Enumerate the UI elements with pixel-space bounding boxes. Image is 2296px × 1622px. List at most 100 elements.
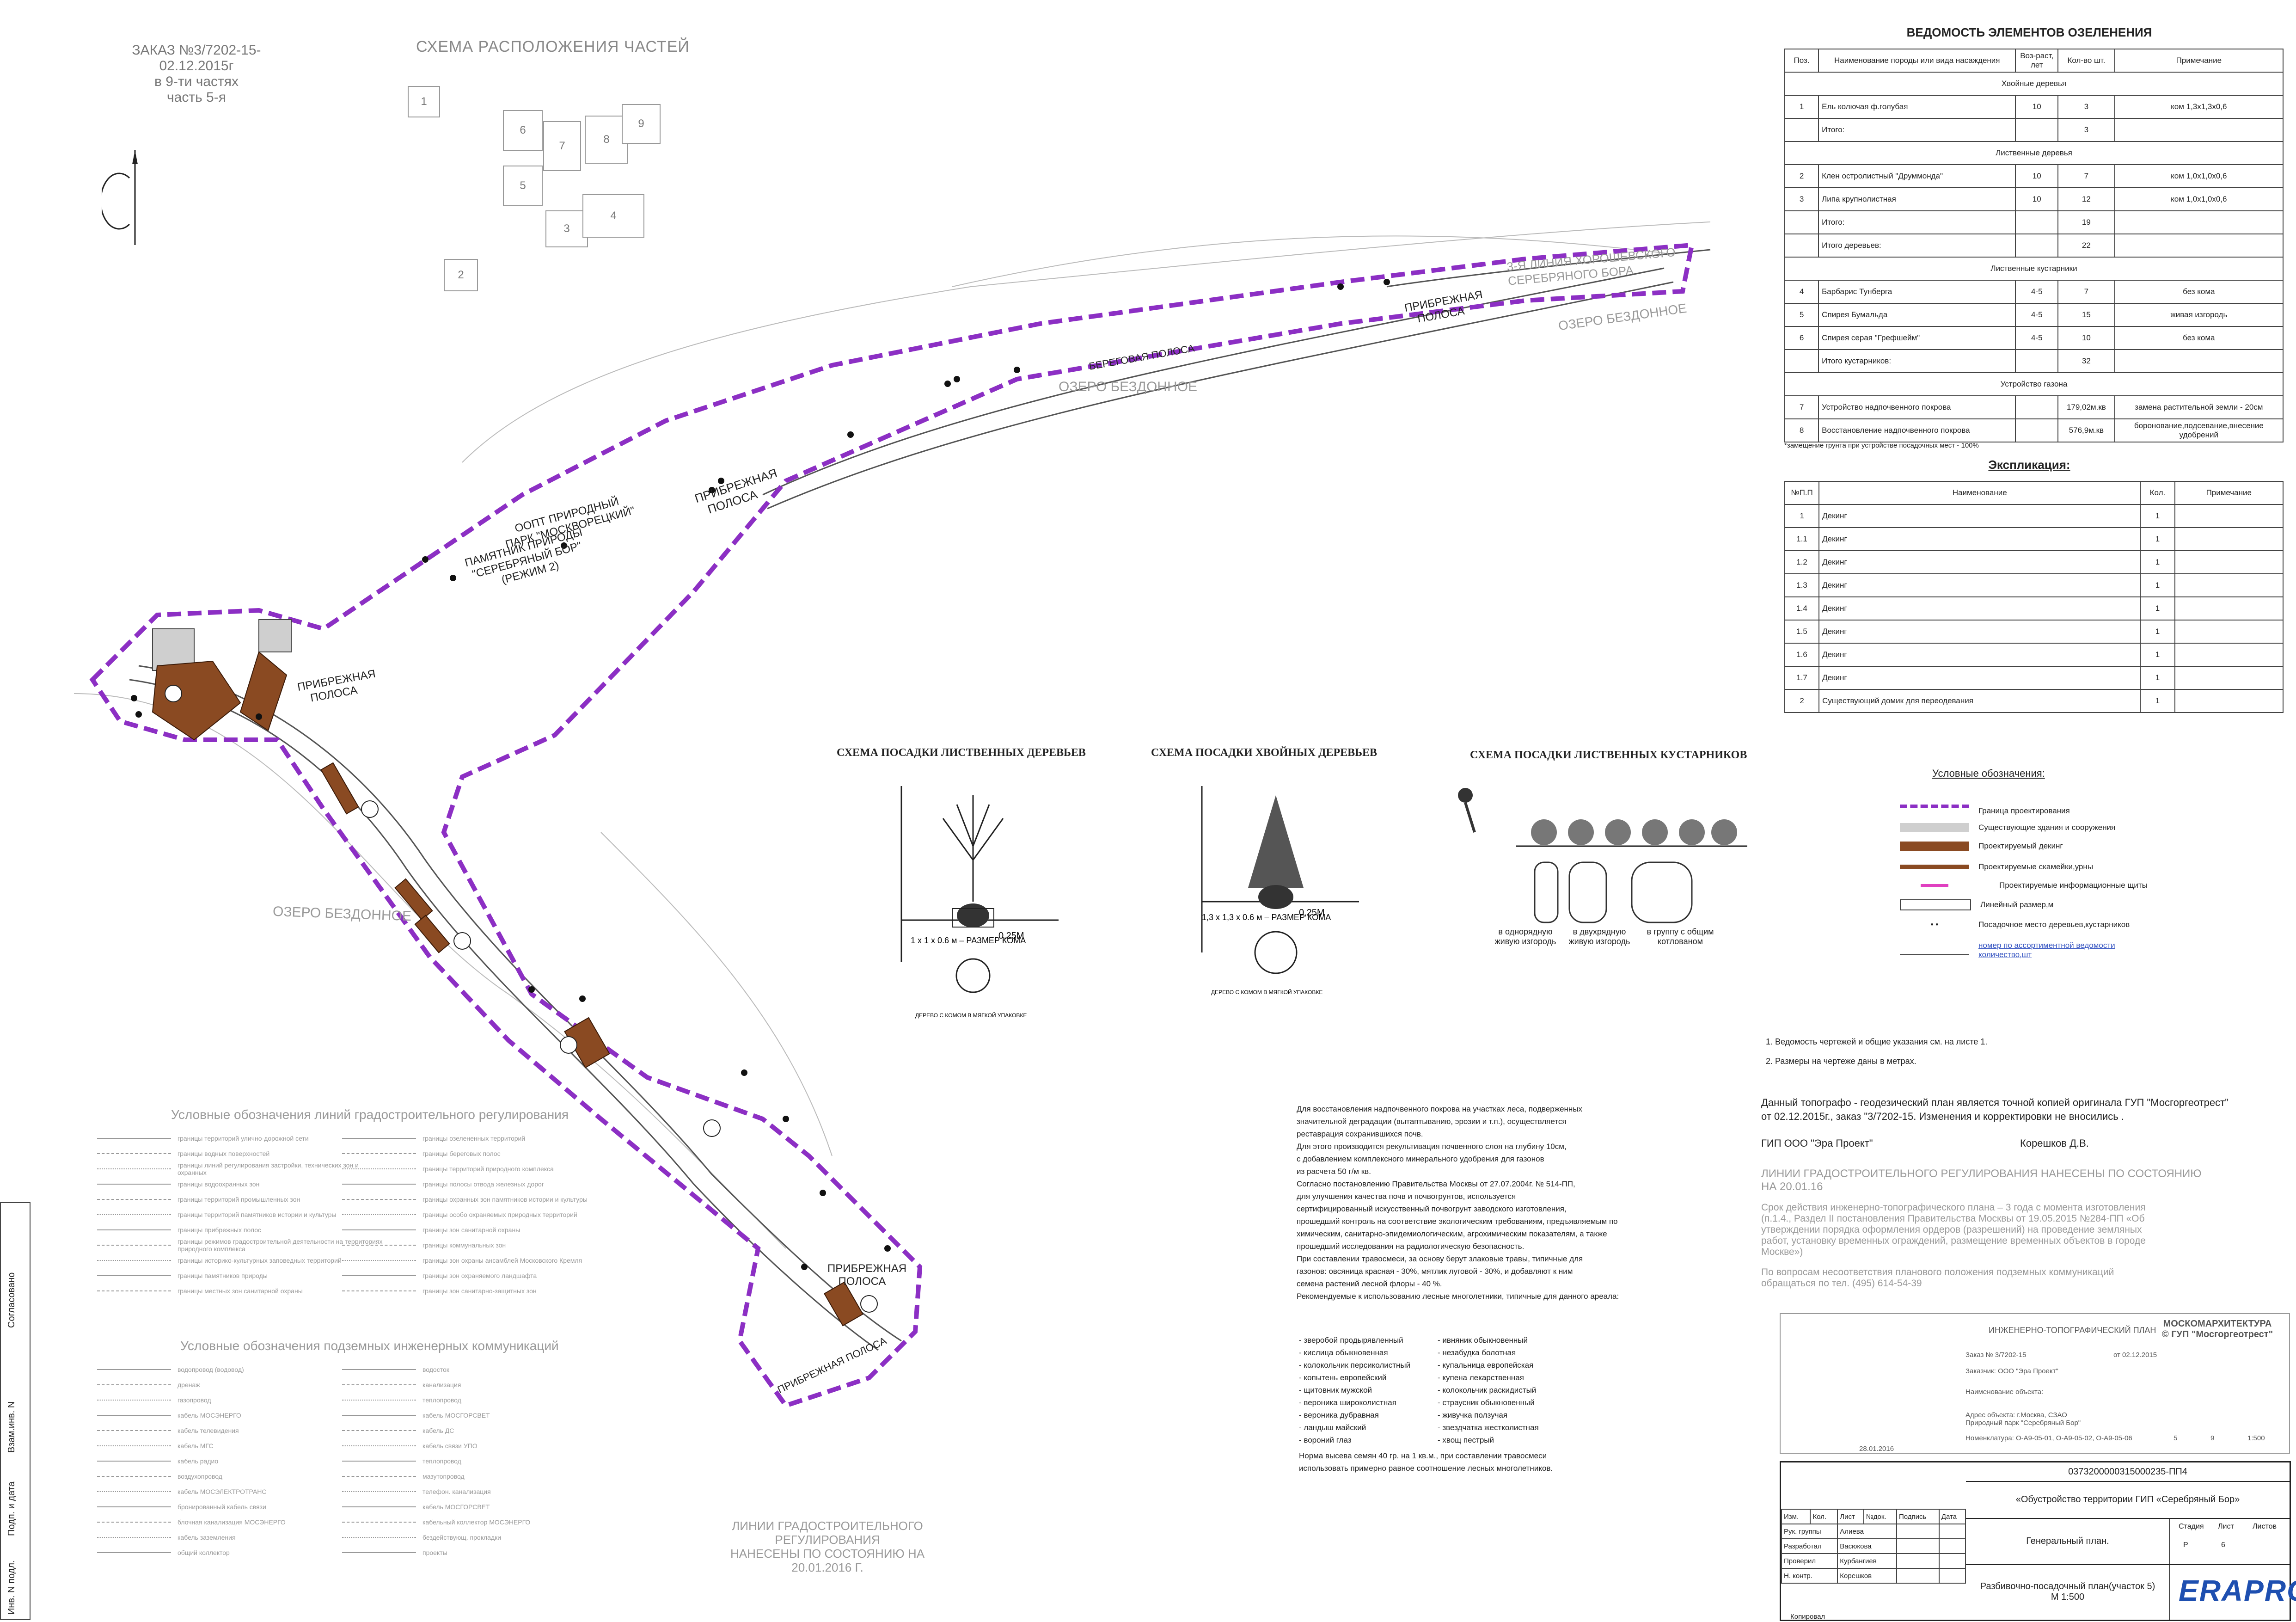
decking[interactable] — [152, 660, 241, 741]
legend-line-sample — [342, 1214, 416, 1215]
part-7[interactable]: 7 — [543, 121, 581, 171]
decking[interactable] — [320, 762, 359, 815]
legend-line-label: газопровод — [178, 1396, 211, 1404]
legend-line-sample — [342, 1290, 416, 1291]
stamp-signature — [1896, 1524, 1940, 1539]
part-3[interactable]: 3 — [545, 210, 588, 247]
part-9[interactable]: 9 — [622, 104, 661, 144]
legend-line-item: проекты — [342, 1545, 629, 1560]
legend-label: Существующие здания и сооружения — [1978, 823, 2116, 832]
stamp-date — [1938, 1524, 1966, 1539]
part-4[interactable]: 4 — [582, 194, 644, 238]
title-block: 0373200000315000235-ПП4 «Обустройство те… — [1780, 1461, 2296, 1621]
decking[interactable] — [394, 878, 433, 921]
legend-line-label: телефон. канализация — [422, 1487, 491, 1495]
reg-note-line: НА 20.01.16 — [1761, 1180, 1823, 1193]
table-cell — [2015, 395, 2059, 419]
stamp-role: Рук. группы — [1781, 1524, 1838, 1539]
legend-swatch — [1900, 805, 1969, 817]
plant-item: - зверобой продырявленный — [1299, 1336, 1403, 1345]
legend-line-sample — [97, 1260, 171, 1261]
table-cell: 5 — [1784, 303, 1819, 327]
table-cell: 1.2 — [1784, 550, 1820, 574]
legend-line-sample — [342, 1399, 416, 1401]
table-row: Лиственные кустарники — [1784, 257, 2284, 281]
legend-line-label: границы коммунальных зон — [422, 1241, 506, 1249]
restoration-line: семена растений лесной флоры - 40 %. — [1297, 1279, 1442, 1288]
drawing-title: Разбивочно-посадочный план(участок 5) М … — [1966, 1564, 2170, 1620]
note-1: 1. Ведомость чертежей и общие указания с… — [1766, 1037, 1988, 1046]
legend-line-item: границы территорий улично-дорожной сети — [97, 1130, 384, 1146]
part-label: 1 — [421, 95, 427, 108]
part-label: 9 — [638, 117, 644, 130]
part-6[interactable]: 6 — [503, 110, 543, 151]
legend-line-sample — [97, 1168, 171, 1169]
legend-line-item: теплопровод — [342, 1392, 629, 1407]
strip-label: ПРИБРЕЖНАЯ ПОЛОСА — [827, 1262, 907, 1288]
plant-item: - колокольчик персиколистный — [1299, 1361, 1411, 1370]
decking[interactable] — [239, 651, 288, 731]
plant-item: - щитовник мужской — [1299, 1386, 1372, 1395]
legend-line-label: воздухопровод — [178, 1472, 222, 1480]
decking[interactable] — [823, 1281, 864, 1327]
legend-line-label: бронированный кабель связи — [178, 1503, 266, 1511]
topo-note: Данный топографо - геодезический план яв… — [1761, 1096, 2229, 1124]
restoration-line: прошедший контроль на соответствие эколо… — [1297, 1217, 1618, 1226]
legend-line-item: кабель заземления — [97, 1530, 384, 1545]
part-2[interactable]: 2 — [444, 259, 478, 291]
existing-building[interactable] — [258, 619, 292, 652]
legend-line-item: границы зон санитарно-защитных зон — [342, 1283, 629, 1298]
conifer-caption: ДЕРЕВО С КОМОМ В МЯГКОЙ УПАКОВКЕ — [1211, 989, 1322, 995]
order-block: ЗАКАЗ №3/7202-15-02.12.2015г в 9-ти част… — [118, 43, 275, 105]
contact-line: По вопросам несоответствия планового пол… — [1761, 1267, 2114, 1278]
legend-line-item: канализация — [342, 1377, 629, 1392]
geo-sheets: 9 — [2210, 1434, 2215, 1442]
stage-header: Стадия — [2179, 1523, 2204, 1530]
table-cell — [2015, 233, 2059, 258]
restoration-line: с добавлением комплексного минерального … — [1297, 1155, 1544, 1163]
table-header-cell: Кол-во шт. — [2057, 49, 2115, 73]
table-cell — [2174, 620, 2284, 644]
table-cell: 1 — [1784, 95, 1819, 119]
table-cell: 1.3 — [1784, 573, 1820, 597]
table-cell: ком 1,0х1,0х0,6 — [2114, 187, 2284, 211]
table-cell: Спирея Бумальда — [1818, 303, 2016, 327]
legend-line-sample — [97, 1414, 171, 1416]
legend-line-label: границы режимов градостроительной деятел… — [178, 1237, 383, 1253]
legend-line-sample — [342, 1198, 416, 1200]
table-cell — [2174, 504, 2284, 528]
legend-line-label: границы линий регулирования застройки, т… — [178, 1161, 359, 1176]
plant-item: - хвощ пестрый — [1438, 1436, 1494, 1444]
legend-line-sample — [97, 1198, 171, 1200]
greening-footnote: *замещение грунта при устройстве посадоч… — [1784, 442, 1979, 449]
restoration-line: сертифицированный искусственный почвогру… — [1297, 1204, 1567, 1213]
legend-line-item: границы озелененных территорий — [342, 1130, 629, 1146]
part-1[interactable]: 1 — [408, 86, 440, 117]
table-cell: Декинг — [1818, 666, 2141, 690]
conifer-scheme-title: СХЕМА ПОСАДКИ ХВОЙНЫХ ДЕРЕВЬЕВ — [1151, 747, 1378, 759]
restoration-line: прошедший исследования на радиологическу… — [1297, 1242, 1525, 1251]
decking-group — [152, 651, 864, 1327]
restoration-line: значительной деградации (вытаптыванию, э… — [1297, 1117, 1567, 1126]
legend-line-label: границы территорий памятников истории и … — [178, 1210, 337, 1218]
stamp-role: Разработал — [1781, 1538, 1838, 1554]
deck-markers — [165, 685, 878, 1313]
table-cell — [2114, 233, 2284, 258]
legend-title: Условные обозначения: — [1932, 768, 2045, 779]
legend-line-item: кабель МГС — [97, 1438, 384, 1453]
legend-line-sample — [97, 1153, 171, 1154]
decking[interactable] — [414, 915, 450, 953]
geo-stamp: ИНЖЕНЕРНО-ТОПОГРАФИЧЕСКИЙ ПЛАН МОСКОМАРХ… — [1780, 1313, 2290, 1454]
table-cell: Барбарис Тунберга — [1818, 280, 2016, 304]
part-5[interactable]: 5 — [503, 166, 543, 206]
legend-line-item: границы коммунальных зон — [342, 1237, 629, 1253]
section-cell: Хвойные деревья — [1784, 72, 2284, 96]
restoration-line: реставрация сохранившихся почв. — [1297, 1130, 1423, 1138]
plant-item: - ивняник обыкновенный — [1438, 1336, 1528, 1345]
stamp-role: Проверил — [1781, 1553, 1838, 1569]
restoration-line: химическим, санитарно-эпидемиологическим… — [1297, 1229, 1607, 1238]
